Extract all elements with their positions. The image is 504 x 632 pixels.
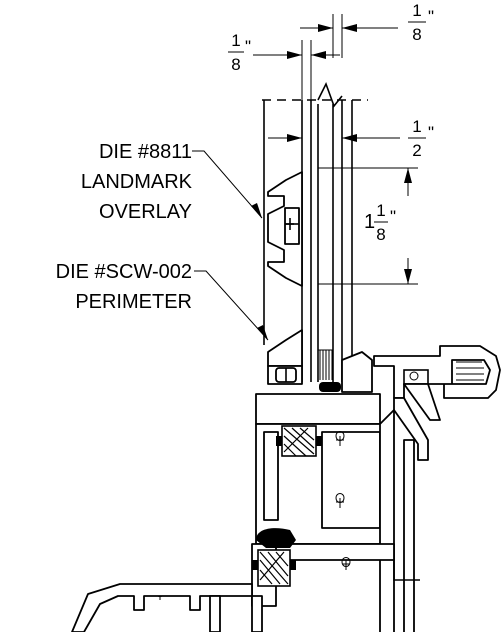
- dim-height-unit: ": [390, 207, 396, 226]
- dim-height-num: 1: [376, 201, 385, 220]
- dim-top-left-unit: ": [245, 37, 251, 56]
- callout-die-8811: DIE #8811 LANDMARK OVERLAY: [81, 141, 263, 223]
- die-scw-002-profile: [267, 329, 303, 385]
- dim-top-left-num: 1: [231, 31, 240, 50]
- dim-top-left-den: 8: [231, 55, 240, 74]
- dim-mid-right-unit: ": [428, 123, 434, 142]
- callout-die-scw-002: DIE #SCW-002 PERIMETER: [56, 261, 269, 341]
- dim-height-whole: 1: [364, 211, 375, 233]
- dimension-mid-right: 1 2 ": [268, 117, 434, 160]
- sash-frame: [255, 393, 387, 545]
- dim-mid-right-num: 1: [412, 117, 421, 136]
- glass-unit: [262, 81, 368, 382]
- right-gasket: [319, 351, 373, 393]
- dim-mid-right-den: 2: [412, 141, 421, 160]
- dim-top-right-num: 1: [412, 1, 421, 20]
- dim-height-den: 8: [376, 225, 385, 244]
- dim-top-right-unit: ": [428, 7, 434, 26]
- right-frame: [373, 345, 501, 632]
- callout-die-scw-line1: DIE #SCW-002: [56, 261, 192, 283]
- callout-die-8811-line2: LANDMARK: [81, 171, 193, 193]
- dimension-height: 1 1 8 ": [318, 167, 418, 285]
- dimension-top-right: 1 8 ": [300, 1, 434, 58]
- callout-die-scw-line2: PERIMETER: [75, 291, 192, 313]
- dimension-top-left: 1 8 ": [228, 31, 340, 100]
- callout-die-8811-line3: OVERLAY: [99, 201, 192, 223]
- callout-die-8811-line1: DIE #8811: [99, 141, 192, 163]
- dim-top-right-den: 8: [412, 25, 421, 44]
- lower-sill: [71, 528, 420, 632]
- die-8811-profile: [267, 171, 303, 287]
